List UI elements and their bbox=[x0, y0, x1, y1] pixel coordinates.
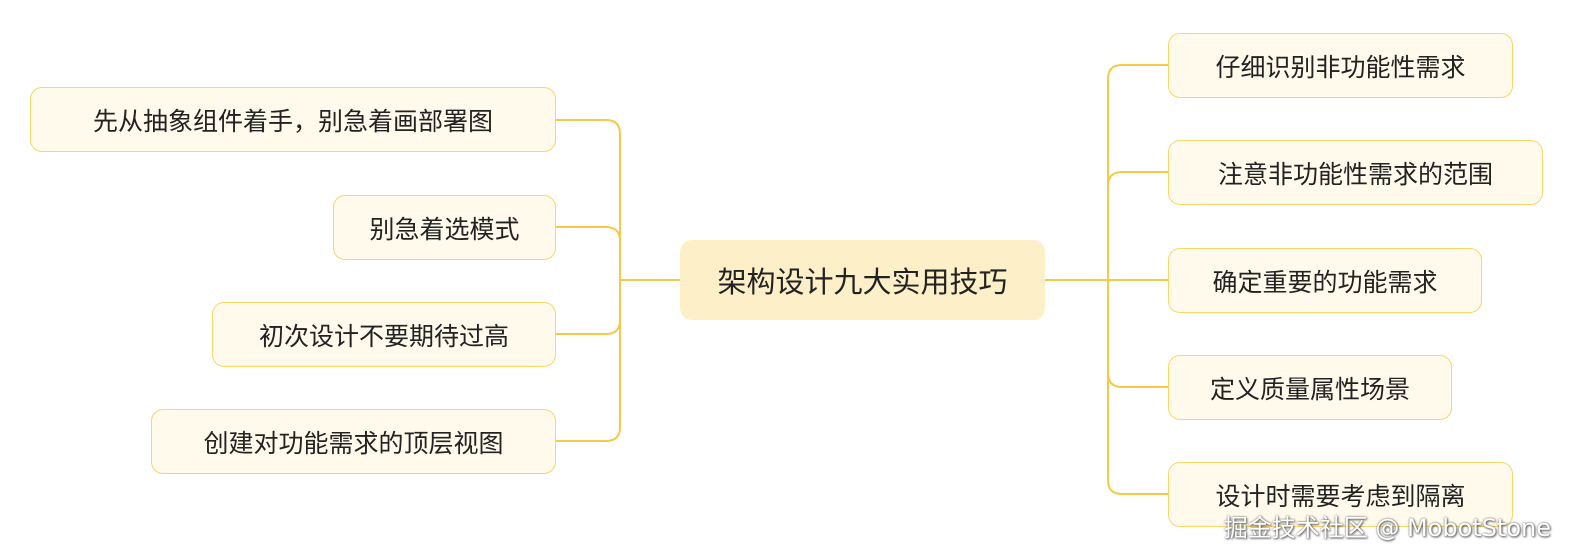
right-branch-node[interactable]: 设计时需要考虑到隔离 bbox=[1168, 462, 1513, 527]
left-branch-node[interactable]: 先从抽象组件着手，别急着画部署图 bbox=[30, 87, 556, 152]
right-branch-node[interactable]: 定义质量属性场景 bbox=[1168, 355, 1452, 420]
left-branch-node[interactable]: 初次设计不要期待过高 bbox=[212, 302, 556, 367]
central-topic[interactable]: 架构设计九大实用技巧 bbox=[680, 240, 1045, 320]
right-branch-node[interactable]: 确定重要的功能需求 bbox=[1168, 248, 1482, 313]
connector-right-4 bbox=[1107, 372, 1168, 388]
right-branch-node[interactable]: 注意非功能性需求的范围 bbox=[1168, 140, 1543, 205]
node-label: 定义质量属性场景 bbox=[1209, 374, 1410, 404]
watermark: 掘金技术社区 @ MobotStone bbox=[1223, 514, 1551, 542]
left-branch-node[interactable]: 创建对功能需求的顶层视图 bbox=[151, 409, 556, 474]
connector-left-2 bbox=[556, 226, 621, 242]
node-label: 初次设计不要期待过高 bbox=[258, 321, 509, 351]
connector-right-1 bbox=[1107, 64, 1168, 495]
left-branch-node[interactable]: 别急着选模式 bbox=[333, 195, 556, 260]
central-topic-label: 架构设计九大实用技巧 bbox=[717, 265, 1008, 299]
connector-left-3 bbox=[556, 319, 621, 335]
connector-left-1 bbox=[556, 119, 621, 442]
node-label: 设计时需要考虑到隔离 bbox=[1215, 481, 1466, 511]
node-label: 先从抽象组件着手，别急着画部署图 bbox=[92, 106, 493, 136]
node-label: 确定重要的功能需求 bbox=[1212, 267, 1438, 297]
node-label: 注意非功能性需求的范围 bbox=[1217, 159, 1493, 189]
node-label: 创建对功能需求的顶层视图 bbox=[203, 428, 504, 458]
node-label: 仔细识别非功能性需求 bbox=[1215, 52, 1466, 82]
connector-right-2 bbox=[1107, 171, 1168, 187]
node-label: 别急着选模式 bbox=[369, 214, 520, 244]
right-branch-node[interactable]: 仔细识别非功能性需求 bbox=[1168, 33, 1513, 98]
